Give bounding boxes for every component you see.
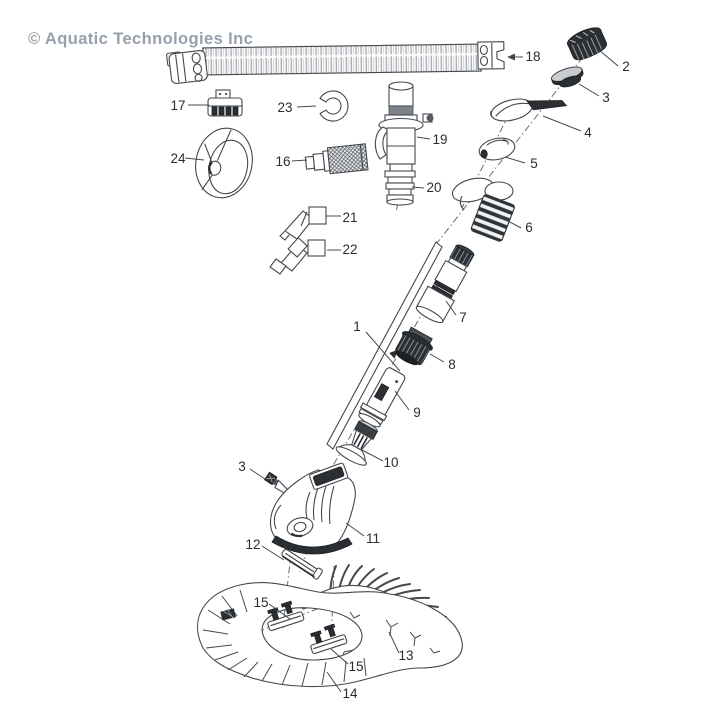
callout-label-13: 13 — [398, 648, 413, 663]
callout-label-8: 8 — [448, 357, 456, 372]
callout-label-6: 6 — [525, 220, 533, 235]
part-18-hose — [166, 41, 505, 85]
part-5-pod — [478, 137, 516, 161]
part-24-deflector-disc — [195, 127, 253, 199]
callout-label-22: 22 — [342, 242, 357, 257]
callout-label-3-top: 3 — [602, 90, 610, 105]
callout-label-15-upper: 15 — [253, 595, 268, 610]
callout-label-23: 23 — [277, 100, 292, 115]
callout-leader-16 — [291, 159, 308, 162]
hose-cuff-right — [477, 41, 505, 70]
callout-leader-15-lower — [330, 648, 349, 665]
callout-leader-14 — [326, 671, 342, 693]
callout-leader-8 — [429, 353, 445, 363]
callout-leader-2 — [598, 49, 619, 67]
callout-arrow-18 — [507, 53, 515, 61]
callout-leader-24 — [184, 157, 205, 161]
callout-leader-3-top — [578, 83, 600, 97]
part-22-elbow-ring — [269, 237, 326, 275]
callout-label-14: 14 — [342, 686, 358, 701]
callout-leader-6 — [498, 215, 522, 229]
part-11-body — [269, 462, 356, 555]
callout-leader-11 — [345, 522, 365, 537]
callout-label-16: 16 — [275, 154, 290, 169]
callout-leader-13 — [388, 631, 400, 654]
footpad-treads — [202, 589, 441, 687]
part-1-shaft-line — [326, 241, 443, 450]
callout-leader-12 — [261, 545, 285, 561]
part-2-valve-cap — [567, 27, 608, 61]
callout-label-11: 11 — [366, 531, 380, 546]
part-15-pad-upper — [267, 600, 305, 632]
callout-label-2: 2 — [622, 59, 630, 74]
callout-leader-5 — [504, 156, 526, 164]
callout-leader-20 — [411, 186, 425, 189]
callout-leader-7 — [445, 300, 457, 316]
callout-leader-4 — [542, 115, 582, 132]
callout-label-20: 20 — [426, 180, 441, 195]
callout-leader-10 — [361, 449, 384, 462]
part-12-flapper — [281, 548, 323, 580]
callout-label-1: 1 — [353, 319, 361, 334]
part-15-pad-lower — [310, 623, 348, 655]
callouts-layer: 1234567891011121314151516171819202122232… — [170, 49, 629, 701]
part-10-pipe-base — [335, 420, 378, 466]
part-21-elbow — [279, 206, 327, 241]
part-20-adapter — [384, 170, 416, 206]
callout-leader-15-upper — [268, 603, 291, 620]
callout-label-10: 10 — [383, 455, 398, 470]
callout-label-3-screw: 3 — [238, 459, 246, 474]
part-3-washer — [550, 66, 584, 88]
callout-label-9: 9 — [413, 405, 421, 420]
part-4-handle — [490, 98, 568, 122]
part-23-c-clip — [319, 90, 349, 122]
part-7-outer-pipe — [415, 244, 475, 324]
callout-label-21: 21 — [342, 210, 357, 225]
callout-label-18: 18 — [525, 49, 540, 64]
callout-leader-9 — [394, 390, 410, 411]
callout-label-4: 4 — [584, 125, 592, 140]
watermark-text: © Aquatic Technologies Inc — [28, 30, 254, 48]
callout-label-19: 19 — [432, 132, 447, 147]
part-8-compression-nut — [389, 326, 433, 366]
callout-label-5: 5 — [530, 156, 538, 171]
callout-label-15-lower: 15 — [348, 659, 363, 674]
callout-leader-1 — [365, 331, 401, 372]
part-9-inner-pipe — [358, 367, 406, 428]
hose-cuff-left — [166, 49, 208, 85]
part-6-ribbed-elbow — [451, 177, 515, 242]
callout-label-17: 17 — [170, 98, 185, 113]
part-19-regulator-valve — [374, 81, 434, 178]
callout-label-12: 12 — [245, 537, 260, 552]
callout-leader-3-screw — [249, 468, 266, 480]
callout-leader-19 — [416, 136, 431, 140]
callout-label-24: 24 — [170, 151, 186, 166]
callout-label-7: 7 — [459, 310, 467, 325]
part-16-hose-weight — [304, 143, 369, 175]
callout-leader-23 — [296, 105, 317, 108]
part-17-clip — [207, 89, 243, 117]
